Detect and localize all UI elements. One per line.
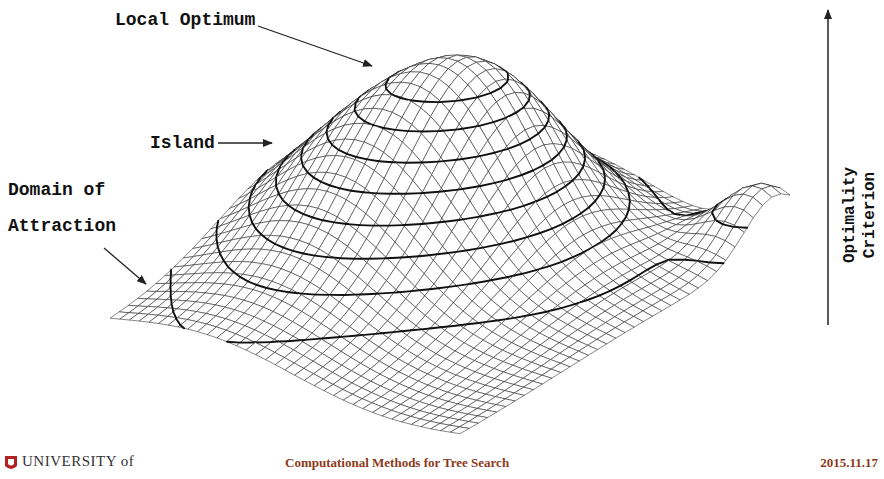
university-logo [5,456,17,469]
leader-line [218,142,272,143]
axis-arrow [827,10,829,325]
university-name: UNIVERSITY of [22,453,134,470]
leader-line [258,26,372,66]
callout-label: Island [150,131,215,155]
callout-label: Domain of Attraction [8,172,128,244]
footer-title: Computational Methods for Tree Search [285,455,509,471]
footer-date: 2015.11.17 [820,455,878,471]
callout-label: Local Optimum [115,8,255,32]
axis-label: Optimality Criterion [840,150,880,280]
leader-line [104,248,146,284]
